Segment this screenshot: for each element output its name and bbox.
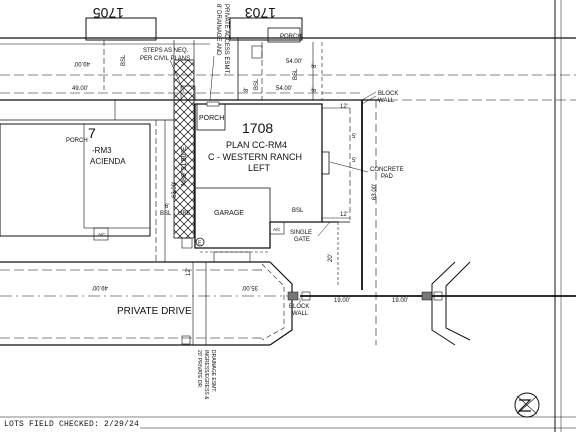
dim-54-top: 54.00' bbox=[286, 59, 302, 65]
bsl-label-right: BSL bbox=[292, 208, 304, 214]
steps-callout-line2: PER CIVIL PLANS bbox=[140, 56, 190, 62]
neighbor-lot-number-left: 1705 bbox=[93, 5, 124, 21]
dim-49-mid: 49.00' bbox=[72, 86, 88, 92]
depth-dim-right: 63.00' bbox=[372, 184, 378, 200]
concrete-pad-line1: CONCRETE bbox=[370, 167, 404, 173]
lot-plan: PLAN CC-RM4 bbox=[226, 140, 287, 150]
porch-left-label: PORCH bbox=[66, 138, 88, 144]
block-wall-bottom-line2: WALL bbox=[292, 311, 309, 317]
neighbor-lot-number-right: 1703 bbox=[245, 5, 276, 21]
dim-54-mid: 54.00' bbox=[276, 86, 292, 92]
dim-8a: 8' bbox=[244, 88, 250, 92]
depth-dim-left: 63.00' bbox=[172, 182, 178, 198]
dim-6: 6' bbox=[165, 204, 169, 210]
block-wall-bottom-line1: BLOCK bbox=[289, 304, 309, 310]
bsl-label-left: BSL bbox=[160, 211, 172, 217]
house-footprint bbox=[194, 101, 330, 249]
dim-19-right: 19.00' bbox=[334, 298, 350, 304]
callout-leaders bbox=[169, 55, 377, 303]
dim-5-low: 5' bbox=[352, 158, 356, 164]
ac-label: A/C bbox=[273, 227, 281, 232]
porch-label: PORCH bbox=[199, 115, 224, 122]
dim-49-bottom: 49.00' bbox=[92, 284, 108, 290]
single-gate-line2: GATE bbox=[294, 237, 310, 243]
left-ac-label: A/C bbox=[98, 232, 106, 237]
drainage-easement-line2: PRIVATE ACCESS ESMT. bbox=[223, 4, 229, 74]
dim-5: 5' bbox=[352, 134, 356, 140]
dim-12-low: 12' bbox=[186, 268, 192, 276]
left-lot bbox=[0, 85, 196, 262]
lots-field-checked-footer: LOTS FIELD CHECKED: 2/29/24 bbox=[4, 420, 140, 429]
single-gate-line1: SINGLE bbox=[290, 230, 312, 236]
dim-12-top: 12' bbox=[340, 104, 348, 110]
setback-lines bbox=[0, 74, 576, 120]
left-lot-number-partial: 7 bbox=[88, 125, 96, 141]
bsl-label-mid: BSL bbox=[254, 78, 260, 90]
dim-49-top-left: 49.00' bbox=[74, 60, 90, 66]
steps-callout-line1: STEPS AS NEQ. bbox=[143, 48, 189, 54]
dim-35: 35.00' bbox=[242, 284, 258, 290]
dim-8c: 8' bbox=[312, 88, 318, 92]
lot-handing: LEFT bbox=[248, 163, 271, 173]
private-drive bbox=[0, 237, 576, 346]
ube-label: UBE bbox=[178, 211, 190, 217]
top-neighbor-lots bbox=[0, 17, 576, 100]
right-drive-curb bbox=[431, 261, 471, 346]
dim-12-mid: 12' bbox=[340, 212, 348, 218]
easement-marker bbox=[195, 237, 205, 247]
right-lot-boundary bbox=[322, 91, 377, 345]
drainage-easement-line1: 8' DRAINAGE AND bbox=[215, 4, 221, 56]
lot-elevation: C - WESTERN RANCH bbox=[208, 152, 302, 162]
lot-number: 1708 bbox=[242, 120, 273, 136]
private-dr-esmt-line3: DRAINAGE ESMT. bbox=[210, 350, 216, 392]
dim-19-far: 19.00' bbox=[392, 298, 408, 304]
porch-top-label: PORCH bbox=[280, 34, 302, 40]
bearing-label: N89°51'50"E bbox=[180, 146, 188, 186]
north-arrow-icon bbox=[514, 392, 540, 418]
block-wall-top-line1: BLOCK bbox=[378, 91, 398, 97]
concrete-pad-line2: PAD bbox=[381, 174, 394, 180]
bsl-label-top: BSL bbox=[121, 54, 127, 66]
private-dr-esmt-line1: 20' PRIVATE DR. bbox=[196, 350, 202, 389]
dim-20: 20' bbox=[328, 254, 334, 262]
dim-8b: 8' bbox=[312, 64, 318, 68]
bsl-label-top-right: BSL bbox=[293, 68, 299, 80]
left-lot-plan: -RM3 bbox=[92, 146, 112, 155]
left-lot-elevation: ACIENDA bbox=[90, 157, 126, 166]
garage-label: GARAGE bbox=[214, 210, 244, 217]
private-drive-label: PRIVATE DRIVE bbox=[117, 306, 192, 317]
marker-e: E bbox=[198, 241, 202, 247]
block-wall-top-line2: WALL bbox=[378, 98, 395, 104]
private-dr-esmt-line2: INGRESS/EGRESS & bbox=[203, 350, 209, 400]
block-wall-bottom bbox=[287, 291, 576, 301]
